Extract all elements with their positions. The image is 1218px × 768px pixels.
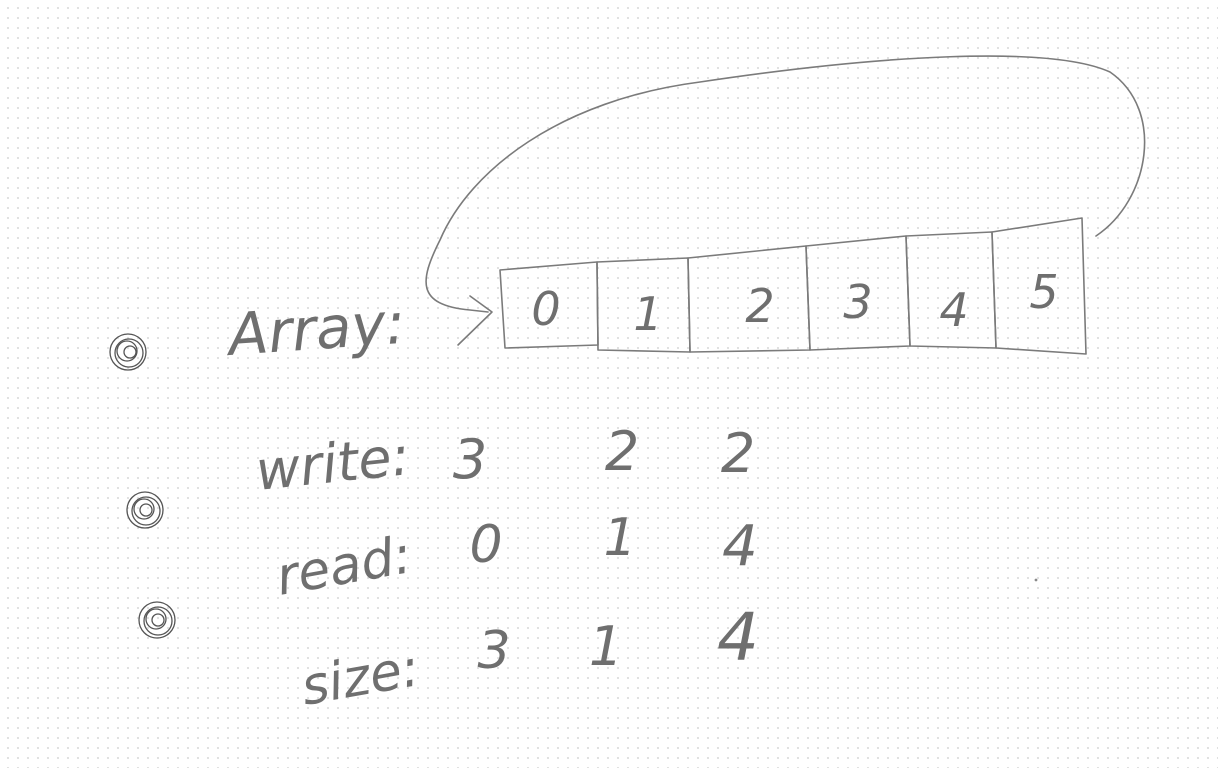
write-value-1: 3 (453, 428, 487, 491)
size-value-2: 1 (589, 615, 623, 678)
scribble-bullet-icon (138, 601, 176, 639)
scribble-bullet-icon (126, 491, 164, 529)
wrap-around-arrow-icon (425, 55, 1146, 313)
array-cell-4: 4 (939, 283, 968, 337)
wrap-arrow-head (457, 295, 493, 346)
size-label: size: (297, 638, 424, 718)
array-cell-5: 5 (1029, 265, 1058, 319)
scribble-bullet-icon (109, 333, 147, 371)
read-value-2: 1 (603, 508, 636, 568)
stray-dot (1034, 578, 1038, 582)
write-value-2: 2 (605, 420, 639, 483)
write-value-3: 2 (721, 422, 755, 485)
array-cell-2: 2 (745, 279, 774, 333)
array-cell-0: 0 (531, 282, 560, 336)
array-cell-3: 3 (843, 275, 872, 329)
size-value-3: 4 (717, 599, 759, 676)
array-label: Array: (222, 289, 407, 369)
write-label: write: (253, 424, 413, 503)
read-label: read: (272, 525, 416, 608)
array-cell-box-5 (991, 217, 1087, 355)
read-value-1: 0 (469, 515, 502, 575)
read-value-3: 4 (722, 514, 758, 579)
array-cells (499, 217, 1087, 355)
size-value-1: 3 (477, 621, 510, 681)
array-cell-1: 1 (633, 287, 662, 341)
